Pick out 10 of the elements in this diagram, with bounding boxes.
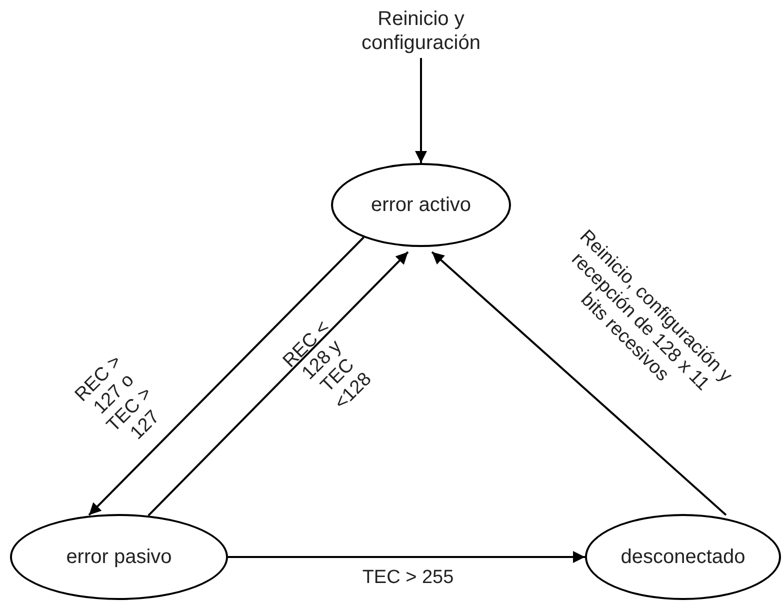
edge-label: TEC > 255 [361, 567, 455, 589]
state-label: desconectado [620, 545, 746, 569]
state-label: error pasivo [66, 545, 172, 569]
state-label: error activo [370, 193, 472, 217]
arrow [431, 251, 727, 516]
arrow [228, 551, 585, 563]
start-label: Reinicio y configuración [360, 7, 482, 55]
arrow [415, 58, 427, 163]
arrow [148, 251, 409, 516]
arrow [88, 236, 364, 516]
